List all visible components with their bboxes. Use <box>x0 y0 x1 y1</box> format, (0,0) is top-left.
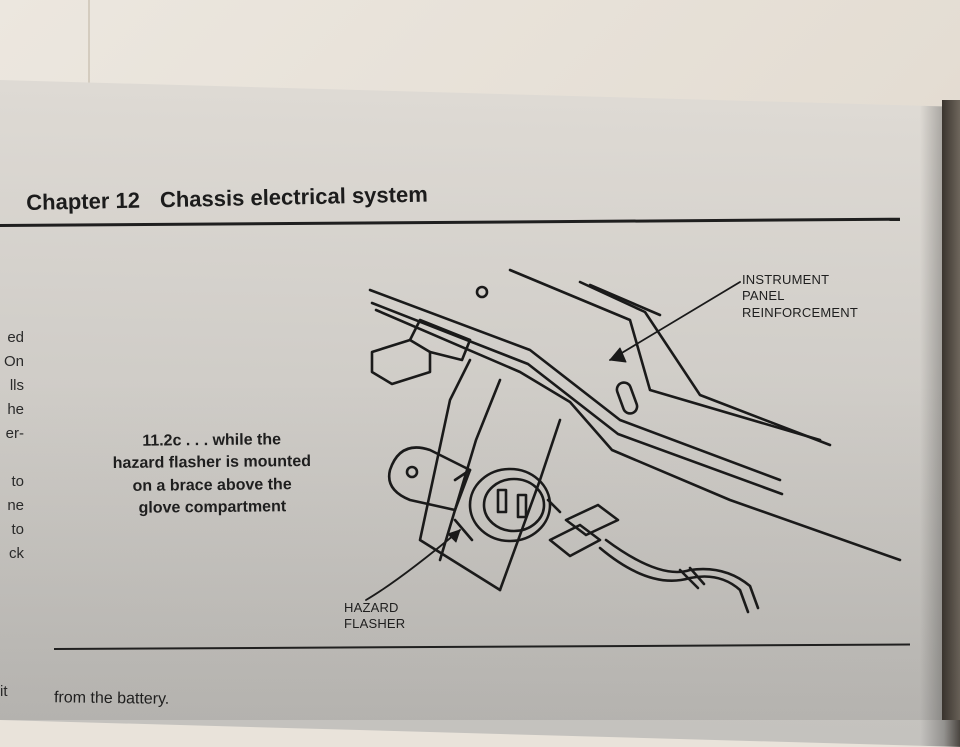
left-text-fragment: ck <box>9 545 24 562</box>
reinforcement-beam-edge <box>578 280 832 447</box>
reinforcement-beam-edge <box>588 283 662 317</box>
reinforcement-beam-edge <box>370 301 784 496</box>
left-text-fragment: it <box>0 683 8 700</box>
left-text-fragment: ed <box>7 329 24 346</box>
callout-leader-panel <box>609 281 741 361</box>
body-text: from the battery. <box>53 689 170 708</box>
callout-arrowhead <box>447 529 461 543</box>
wire-connector <box>564 503 620 537</box>
mounting-brace <box>418 358 502 592</box>
callout-line: HAZARD <box>344 600 399 615</box>
reinforcement-slot <box>615 381 639 415</box>
flasher-terminal <box>516 493 528 519</box>
bracket-tab <box>370 338 432 386</box>
reinforcement-beam-edge <box>374 308 902 562</box>
callout-line: FLASHER <box>344 616 406 632</box>
mount-hole <box>405 465 419 479</box>
next-page-edge <box>942 100 960 720</box>
flasher-face <box>482 477 546 533</box>
mounting-brace <box>438 378 502 562</box>
left-text-fragment: er- <box>5 425 24 442</box>
background-seam <box>88 0 90 120</box>
callout-line: INSTRUMENT <box>742 272 830 287</box>
wire-harness <box>604 538 760 610</box>
callout-instrument-panel-reinforcement: INSTRUMENT PANEL REINFORCEMENT <box>742 272 858 321</box>
bracket-tab <box>408 318 472 362</box>
flasher-terminal <box>496 488 508 514</box>
flasher-mount-plate <box>387 446 472 512</box>
flasher-body <box>468 467 552 543</box>
callout-hazard-flasher: HAZARD FLASHER <box>344 600 405 633</box>
wire-harness <box>598 546 750 614</box>
left-text-fragment: lls <box>9 377 24 394</box>
callout-leader-flasher <box>365 529 461 601</box>
reinforcement-beam-edge <box>508 268 822 442</box>
callout-line: PANEL <box>742 288 785 304</box>
flasher-body <box>453 468 474 542</box>
callout-arrowhead <box>609 347 627 363</box>
left-text-fragment: to <box>11 521 24 538</box>
left-text-fragment: On <box>3 353 24 370</box>
bolt-head <box>475 285 489 299</box>
wire-connector <box>548 523 602 558</box>
flasher-terminal <box>546 498 562 514</box>
left-text-fragment: to <box>11 473 24 490</box>
wire-tape <box>678 566 706 590</box>
left-text-fragment: he <box>7 401 24 418</box>
hazard-flasher-illustration <box>365 268 902 614</box>
left-text-fragment: ne <box>7 497 24 514</box>
callout-line: REINFORCEMENT <box>742 304 858 320</box>
reinforcement-beam-edge <box>368 288 782 482</box>
